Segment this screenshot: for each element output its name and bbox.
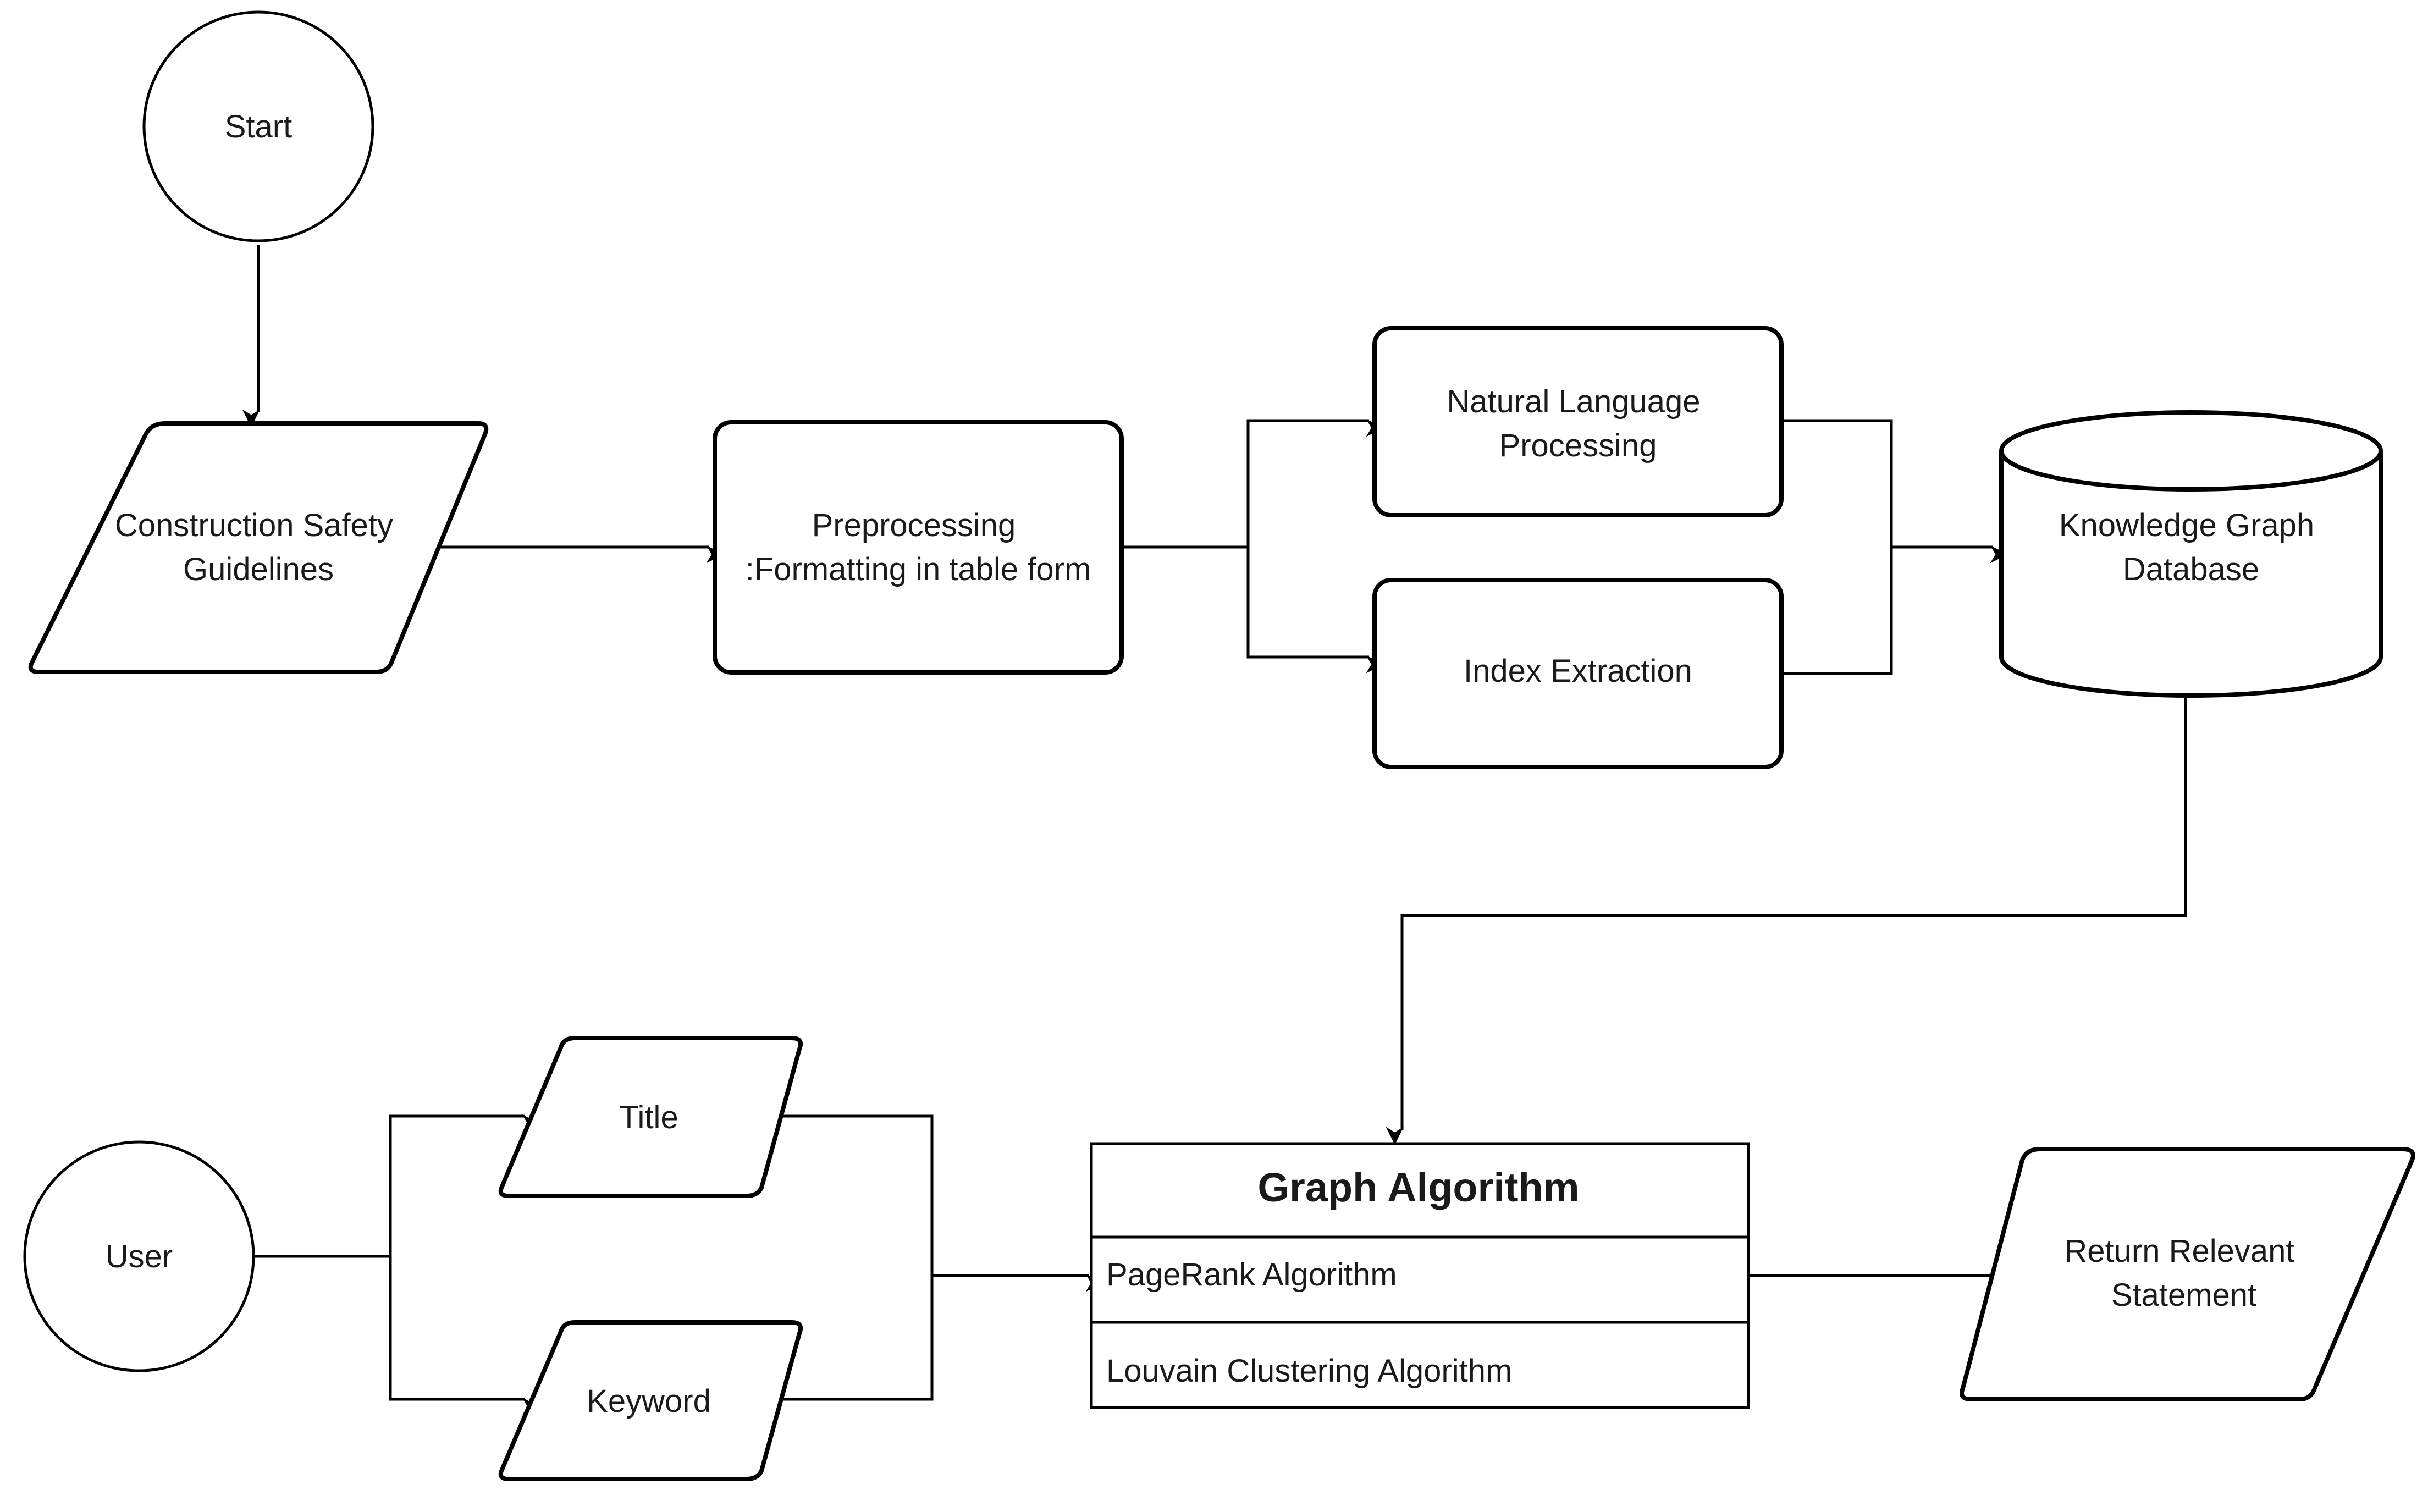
guidelines-node: Construction Safety Guidelines <box>28 421 489 674</box>
edge-nlp-to-kg <box>1779 419 2008 564</box>
edges <box>242 245 2187 1416</box>
keyword-input-label: Keyword <box>587 1383 711 1419</box>
edge-user-to-keyword <box>389 1256 540 1416</box>
nlp-node: Natural Language Processing <box>1372 326 1784 517</box>
edge-preprocessing-to-nlp <box>1122 419 1384 549</box>
index-extraction-label: Index Extraction <box>1464 653 1692 689</box>
keyword-input-node: Keyword <box>498 1320 803 1481</box>
start-label: Start <box>225 109 293 145</box>
louvain-item: Louvain Clustering Algorithm <box>1106 1353 1512 1389</box>
index-extraction-node: Index Extraction <box>1372 578 1784 769</box>
title-input-node: Title <box>498 1036 803 1198</box>
edge-index-to-kg <box>1779 547 1893 675</box>
edge-user-to-title <box>253 1114 540 1258</box>
graph-algorithm-title: Graph Algorithm <box>1257 1165 1579 1210</box>
result-node: Return Relevant Statement <box>1959 1147 2415 1401</box>
edge-kg-to-graph-algorithm <box>1386 696 2187 1145</box>
kg-database-node: Knowledge Graph Database <box>1999 410 2383 698</box>
preprocessing-label: Preprocessing :Formatting in table form <box>746 507 1091 587</box>
title-input-label: Title <box>619 1100 678 1135</box>
edge-title-to-graph-algorithm <box>770 1114 1104 1292</box>
kg-database-label: Knowledge Graph Database <box>2059 507 2323 587</box>
pagerank-item: PageRank Algorithm <box>1106 1257 1397 1293</box>
nlp-label: Natural Language Processing <box>1447 384 1709 463</box>
guidelines-label: Construction Safety Guidelines <box>115 507 402 587</box>
edge-preprocessing-to-index <box>1246 547 1384 674</box>
preprocessing-node: Preprocessing :Formatting in table form <box>713 420 1124 675</box>
user-node: User <box>23 1140 255 1372</box>
result-label: Return Relevant Statement <box>2064 1233 2303 1313</box>
start-node: Start <box>142 10 374 242</box>
user-label: User <box>106 1239 173 1274</box>
graph-algorithm-node: Graph Algorithm PageRank Algorithm Louva… <box>1090 1142 1750 1409</box>
edge-keyword-to-graph-algorithm <box>770 1276 934 1401</box>
